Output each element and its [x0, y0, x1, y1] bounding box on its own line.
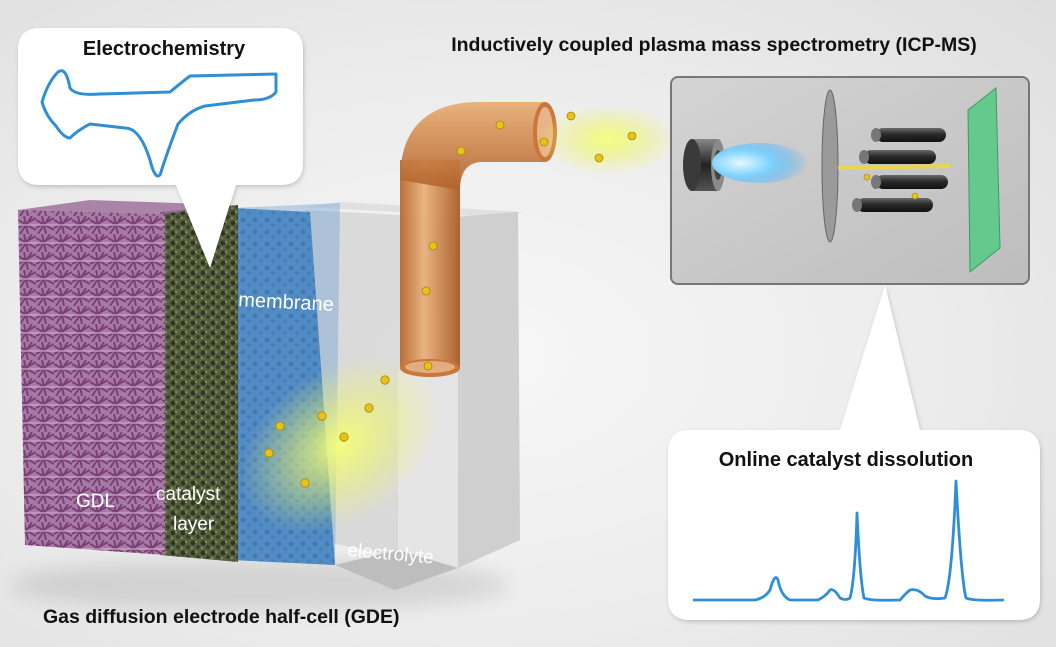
gde-title: Gas diffusion electrode half-cell (GDE)	[43, 606, 399, 628]
transfer-glow	[538, 105, 678, 175]
particle	[627, 131, 637, 141]
particle	[275, 421, 285, 431]
gdl-label: GDL	[76, 491, 115, 512]
electrochemistry-bubble	[18, 28, 303, 268]
ion-beam	[837, 164, 951, 170]
particle	[566, 111, 576, 121]
dissolved-particles-cell	[264, 375, 390, 488]
particle	[594, 153, 604, 163]
particle	[495, 120, 505, 130]
particle	[264, 448, 274, 458]
gdl-layer	[18, 210, 165, 555]
particle	[428, 241, 438, 251]
quadrupole-rods	[852, 128, 948, 212]
icpms-panel	[670, 76, 1030, 285]
dissolved-particles-tube	[421, 120, 505, 371]
particle	[863, 173, 871, 181]
cyclic-voltammogram-curve	[40, 69, 278, 178]
particle	[300, 478, 310, 488]
electrolyte-container-right	[455, 212, 520, 568]
sampler-cone	[821, 89, 839, 243]
particle	[317, 411, 327, 421]
detector-plate	[967, 86, 1001, 274]
electrolyte-floor	[335, 550, 458, 590]
particle	[421, 286, 431, 296]
icpms-title: Inductively coupled plasma mass spectrom…	[451, 34, 977, 56]
catalyst-layer-label-line2: layer	[173, 514, 215, 535]
catalyst-layer	[160, 205, 238, 562]
online-dissolution-bubble	[668, 285, 1040, 620]
dissolution-signal-curve	[693, 479, 1005, 602]
particle	[423, 361, 433, 371]
dissolution-glow	[240, 356, 440, 534]
gdl-top-edge	[18, 200, 232, 214]
particle	[456, 146, 466, 156]
plasma-flame	[712, 143, 808, 183]
particle	[911, 192, 919, 200]
membrane-label: membrane	[238, 289, 335, 316]
particle	[539, 137, 549, 147]
particle	[364, 403, 374, 413]
online-dissolution-title: Online catalyst dissolution	[719, 449, 974, 471]
particle	[339, 432, 349, 442]
dissolved-particles-transfer	[539, 111, 637, 163]
particle	[380, 375, 390, 385]
catalyst-layer-label-line1: catalyst	[156, 484, 221, 505]
electrochemistry-title: Electrochemistry	[83, 38, 246, 60]
